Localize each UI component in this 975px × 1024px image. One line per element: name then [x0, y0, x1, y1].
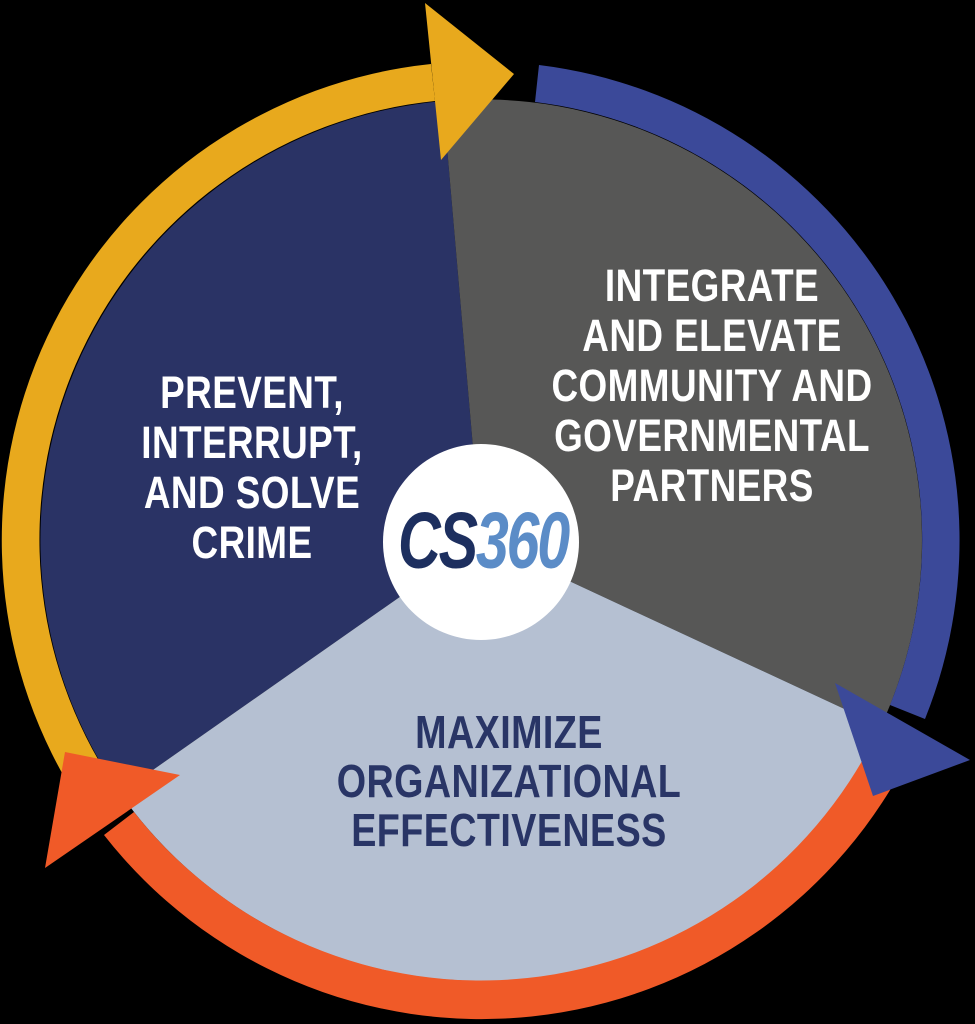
segment-label-prevent-crime: PREVENT, INTERRUPT, AND SOLVE CRIME: [141, 367, 363, 568]
segment-maximize-effectiveness: [120, 540, 881, 981]
segment-prevent-crime: [40, 101, 481, 793]
segment-label-maximize-effectiveness: MAXIMIZE ORGANIZATIONAL EFFECTIVENESS: [336, 706, 682, 857]
gold-arc-band: [1, 64, 435, 780]
orange-arrowhead-icon: [45, 752, 180, 868]
logo-360-text: 360: [475, 495, 570, 585]
center-circle: [383, 444, 579, 640]
segment-label-integrate-partners: INTEGRATE AND ELEVATE COMMUNITY AND GOVE…: [551, 260, 873, 511]
gold-arrowhead-icon: [425, 3, 514, 160]
blue-arc-band: [535, 65, 960, 719]
orange-arc-band: [104, 733, 912, 1020]
logo-cs-text: CS: [398, 495, 478, 585]
cs360-logo: CS360: [398, 494, 570, 586]
blue-arrowhead-icon: [835, 683, 970, 796]
